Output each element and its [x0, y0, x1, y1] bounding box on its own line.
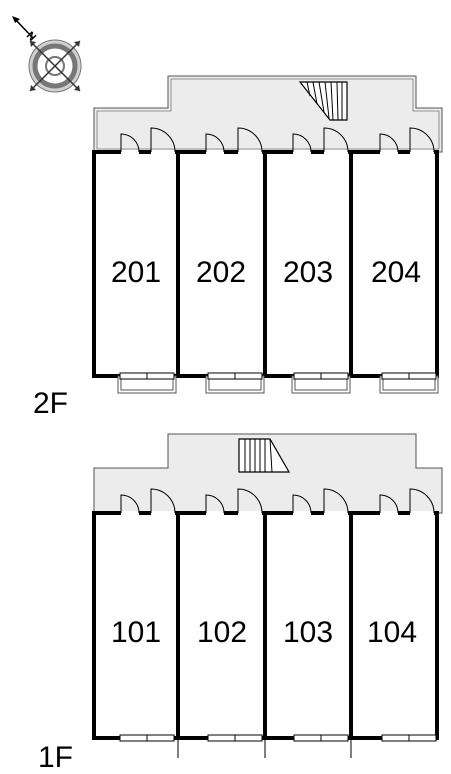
- room-unit: [263, 150, 353, 378]
- room-label-202: 202: [196, 256, 246, 289]
- floor-2f-doors: [120, 127, 435, 155]
- room-label-201: 201: [111, 256, 161, 289]
- room-label-103: 103: [283, 616, 333, 649]
- room-label-101: 101: [111, 616, 161, 649]
- room-label-104: 104: [367, 616, 417, 649]
- floor-2f-balconies: [117, 375, 439, 394]
- floor-label-2f: 2F: [33, 387, 68, 420]
- floor-2f-corridor: [93, 75, 443, 153]
- compass-north-letter: N: [24, 30, 38, 44]
- floor-2f-stairs: [298, 81, 348, 121]
- room-label-203: 203: [283, 256, 333, 289]
- room-unit: [263, 511, 353, 740]
- room-label-204: 204: [371, 256, 421, 289]
- floor-1f-plan: 101 102 103 104 1F: [38, 433, 443, 774]
- north-arrow: [13, 17, 34, 39]
- room-unit: [176, 150, 267, 378]
- floor-1f-corridor: [93, 433, 443, 514]
- room-label-102: 102: [197, 616, 247, 649]
- floor-1f-windows: [119, 734, 437, 742]
- compass-icon: N: [12, 16, 82, 93]
- floor-label-1f: 1F: [38, 741, 73, 774]
- floor-1f-partitions: [177, 738, 352, 758]
- floor-1f-doors: [120, 488, 435, 516]
- floor-2f-windows: [119, 372, 437, 380]
- floor-2f-plan: 201 202 203 204 2F: [33, 75, 443, 420]
- floor-1f-stairs: [238, 438, 291, 473]
- room-unit: [92, 150, 180, 378]
